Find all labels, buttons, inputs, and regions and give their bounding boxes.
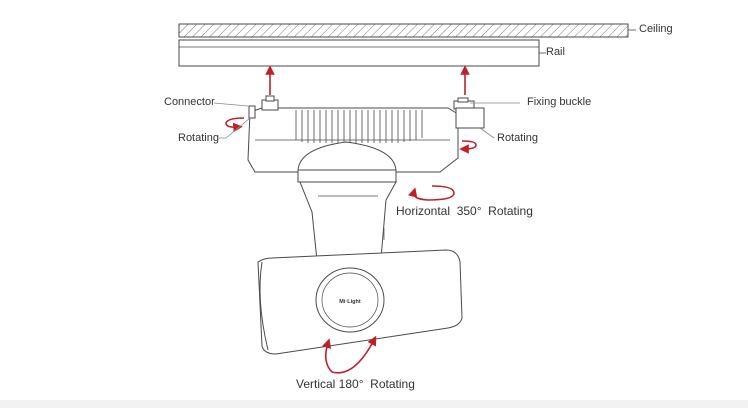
rotating-right-label: Rotating xyxy=(497,132,538,144)
rotating-arrow-right xyxy=(459,140,477,154)
ceiling-label: Ceiling xyxy=(639,23,673,35)
horizontal-rotating-label: Horizontal 350° Rotating xyxy=(396,204,533,218)
vertical-rotating-arrow xyxy=(321,335,377,374)
brand-logo: Mi·Light xyxy=(339,299,361,305)
horizontal-rotating-arrow xyxy=(408,185,455,201)
leader-lines xyxy=(213,102,520,139)
ceiling-block xyxy=(178,23,636,38)
fixing-buckle-label: Fixing buckle xyxy=(527,96,592,108)
rail-block xyxy=(178,39,546,67)
rail-label: Rail xyxy=(546,46,565,58)
connector-label: Connector xyxy=(164,96,215,108)
rotating-arrow-left xyxy=(225,117,245,133)
bottom-strip xyxy=(0,400,748,408)
lamp-head xyxy=(257,249,463,355)
rotating-left-label: Rotating xyxy=(178,132,219,144)
vertical-rotating-label: Vertical 180° Rotating xyxy=(296,377,415,391)
adapter-housing xyxy=(247,95,485,173)
